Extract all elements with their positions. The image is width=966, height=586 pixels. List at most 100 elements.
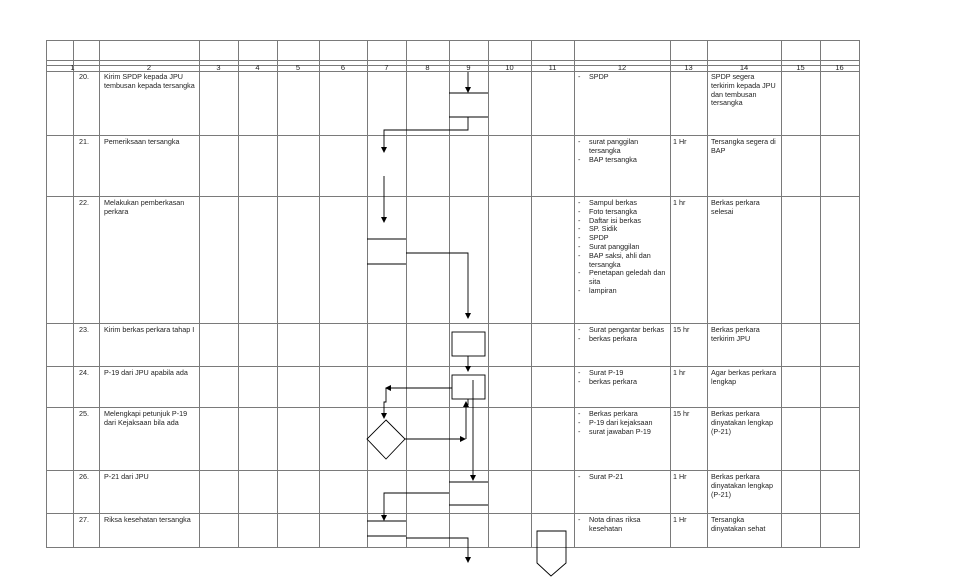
process-box (451, 374, 486, 400)
grid-line (46, 60, 860, 61)
flow-connector (381, 492, 449, 521)
row-number: 21. (79, 137, 89, 146)
grid-line (820, 40, 821, 547)
activity-text: Melakukan pemberkasan perkara (104, 198, 185, 216)
document-list: Sampul berkasFoto tersangkaDaftar isi be… (576, 198, 668, 296)
grid-line (46, 40, 47, 547)
grid-line (574, 40, 575, 547)
grid-line (46, 547, 860, 548)
activity-text: Melengkapi petunjuk P-19 dari Kejaksaan … (104, 409, 188, 427)
grid-line (707, 40, 708, 547)
output-text: Berkas perkara dinyatakan lengkap (P-21) (711, 472, 773, 499)
flow-connector (381, 117, 469, 153)
activity-text: Kirim SPDP kepada JPU tembusan kepada te… (104, 72, 195, 90)
document-list-item: Nota dinas riksa kesehatan (576, 515, 668, 534)
grid-line (199, 40, 200, 547)
document-list-item: SPDP (576, 72, 668, 82)
document-list-item: lampiran (576, 286, 668, 296)
document-list: SPDP (576, 72, 668, 82)
grid-line (488, 40, 489, 547)
off-page-connector (536, 530, 567, 577)
column-header-14: 14 (739, 62, 749, 72)
grid-line (46, 196, 860, 197)
output-text: SPDP segera terkirim kepada JPU dan temb… (711, 72, 776, 108)
grid-line (406, 40, 407, 547)
grid-line (46, 366, 860, 367)
column-header-16: 16 (835, 62, 844, 72)
column-header-3: 3 (216, 62, 221, 72)
output-text: Tersangka segera di BAP (711, 137, 776, 155)
column-header-11: 11 (548, 62, 557, 72)
grid-line (670, 40, 671, 547)
time-text: 1 hr (673, 198, 686, 207)
output-text: Berkas perkara dinyatakan lengkap (P-21) (711, 409, 773, 436)
grid-line (46, 40, 860, 41)
document-list: surat panggilan tersangkaBAP tersangka (576, 137, 668, 165)
column-header-13: 13 (684, 62, 693, 72)
document-list-item: berkas perkara (576, 377, 668, 387)
output-text: Berkas perkara selesai (711, 198, 760, 216)
time-text: 1 hr (673, 368, 686, 377)
row-number: 20. (79, 72, 89, 81)
row-number: 25. (79, 409, 89, 418)
flow-connector (381, 388, 387, 419)
column-header-1: 1 (70, 62, 75, 72)
document-list-item: Surat panggilan (576, 242, 668, 252)
output-text: Agar berkas perkara lengkap (711, 368, 777, 386)
grid-line (46, 65, 860, 66)
column-header-8: 8 (425, 62, 430, 72)
document-list-item: Surat pengantar berkas (576, 325, 668, 335)
document-list-item: surat jawaban P-19 (576, 427, 668, 437)
activity-text: Kirim berkas perkara tahap I (104, 325, 195, 334)
decision-diamond (366, 419, 406, 460)
activity-text: Riksa kesehatan tersangka (104, 515, 191, 524)
column-header-9: 9 (466, 62, 471, 72)
column-header-5: 5 (295, 62, 301, 72)
row-number: 27. (79, 515, 89, 524)
document-list-item: BAP saksi, ahli dan tersangka (576, 251, 668, 270)
row-number: 22. (79, 198, 89, 207)
document-list-item: P-19 dari kejaksaan (576, 418, 668, 428)
document-list: Surat pengantar berkasberkas perkara (576, 325, 668, 344)
grid-line (46, 135, 860, 136)
column-header-6: 6 (340, 62, 346, 72)
time-text: 15 hr (673, 325, 690, 334)
flow-connector (406, 537, 471, 563)
grid-line (277, 40, 278, 547)
document-list-item: surat panggilan tersangka (576, 137, 668, 156)
column-header-12: 12 (617, 62, 627, 72)
time-text: 15 hr (673, 409, 690, 418)
grid-line (367, 40, 368, 547)
document-list-item: Daftar isi berkas (576, 216, 668, 226)
grid-line (46, 470, 860, 471)
row-number: 23. (79, 325, 89, 334)
time-text: 1 Hr (673, 137, 687, 146)
document-list: Nota dinas riksa kesehatan (576, 515, 668, 534)
row-number: 26. (79, 472, 89, 481)
grid-line (99, 40, 100, 547)
grid-line (46, 323, 860, 324)
column-header-10: 10 (505, 62, 514, 72)
grid-line (859, 40, 860, 547)
output-text: Tersangka dinyatakan sehat (711, 515, 766, 533)
document-list-item: Surat P-21 (576, 472, 668, 482)
document-list: Surat P-19berkas perkara (576, 368, 668, 387)
row-number: 24. (79, 368, 89, 377)
grid-line (238, 40, 239, 547)
document-list-item: Berkas perkara (576, 409, 668, 419)
activity-text: P-21 dari JPU (104, 472, 149, 481)
document-list: Berkas perkaraP-19 dari kejaksaansurat j… (576, 409, 668, 437)
document-list-item: SP. Sidik (576, 225, 668, 234)
column-header-4: 4 (255, 62, 260, 72)
column-header-2: 2 (146, 62, 152, 72)
grid-line (781, 40, 782, 547)
document-list: Surat P-21 (576, 472, 668, 482)
flow-connector (406, 252, 471, 319)
process-box (451, 331, 486, 357)
grid-line (449, 40, 450, 547)
column-header-15: 15 (796, 62, 805, 72)
document-list-item: BAP tersangka (576, 155, 668, 165)
grid-line (73, 40, 74, 547)
